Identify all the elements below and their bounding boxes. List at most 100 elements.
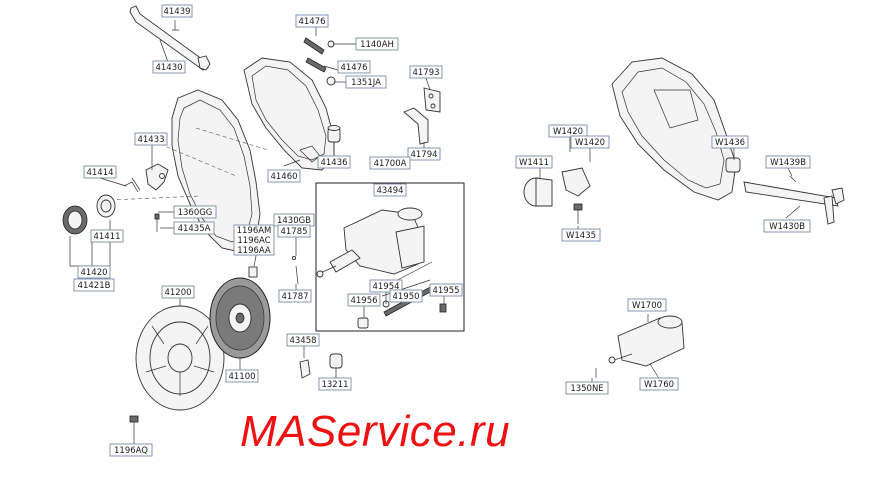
callout-41436: 41436 [317,155,351,169]
slave-cylinder-drawing [595,315,685,378]
svg-text:1196AC: 1196AC [237,236,270,246]
svg-text:W1430B: W1430B [769,222,805,232]
svg-text:41954: 41954 [372,282,399,292]
callout-41785: 41785 [277,224,311,238]
callout-w1700: W1700 [627,298,667,312]
svg-text:43494: 43494 [376,186,403,196]
svg-text:41435A: 41435A [178,224,211,234]
callout-41200: 41200 [161,285,195,299]
callout-w1411: W1411 [515,155,553,169]
svg-text:W1411: W1411 [519,158,549,168]
svg-text:41420: 41420 [80,268,107,278]
callout-41794: 41794 [407,147,441,161]
svg-text:41200: 41200 [164,288,191,298]
svg-text:41700A: 41700A [374,159,407,169]
callout-41460: 41460 [267,169,301,183]
svg-text:1350NE: 1350NE [570,384,603,394]
seal-drawings [303,37,336,86]
callout-41439: 41439 [161,4,193,18]
actuator-frame [315,182,465,332]
svg-text:41787: 41787 [281,292,308,302]
svg-text:41476: 41476 [340,63,367,73]
svg-text:41794: 41794 [410,150,437,160]
callout-41950: 41950 [389,289,423,303]
callout-1360gg: 1360GG [173,205,217,219]
callout-41787: 41787 [278,289,312,303]
svg-text:41956: 41956 [350,296,377,306]
svg-text:W1435: W1435 [566,231,596,241]
svg-text:41439: 41439 [163,7,190,17]
bracket-drawing [403,87,441,145]
clip-drawing [299,353,343,379]
callout-41433: 41433 [134,132,168,146]
svg-text:41436: 41436 [320,158,347,168]
svg-text:41785: 41785 [280,227,307,237]
svg-text:1140AH: 1140AH [360,40,394,50]
watermark-text: MAService.ru [240,407,511,456]
svg-text:41950: 41950 [392,292,419,302]
right-bearing-drawing [523,167,797,224]
callout-43494: 43494 [373,183,407,197]
callout-labels: 41439 41430 41476 1140AH 41476 1351JA 41… [73,4,811,457]
pressure-plate-drawing [135,305,225,411]
svg-text:41793: 41793 [412,68,439,78]
callout-41476: 41476 [337,60,371,74]
callout-41476: 41476 [295,14,329,28]
callout-41430: 41430 [152,60,186,74]
svg-text:41476: 41476 [298,17,325,27]
callout-w1430b: W1430B [763,219,811,233]
callout-1350ne: 1350NE [565,381,609,395]
right-housing-drawing [611,57,737,201]
callout-41954: 41954 [369,279,403,293]
callout-w1435: W1435 [561,228,601,242]
svg-text:1196AA: 1196AA [237,246,271,256]
callout-41435a: 41435A [173,221,215,235]
callout-41421b: 41421B [73,278,115,292]
callout-41955: 41955 [429,283,463,297]
svg-text:W1420: W1420 [575,138,605,148]
svg-text:41433: 41433 [137,135,164,145]
clutch-disc-drawing [209,277,271,359]
callout-w1420: W1420 [548,124,588,138]
callout-1351ja: 1351JA [345,75,387,89]
svg-text:41414: 41414 [86,168,113,178]
svg-text:1430GB: 1430GB [277,216,311,226]
release-fork-drawing [129,5,211,71]
callout-41700a: 41700A [369,156,411,170]
svg-text:41100: 41100 [228,372,255,382]
callout-1140ah: 1140AH [355,37,399,51]
callout-w1420: W1420 [570,135,610,149]
callout-w1760: W1760 [639,377,679,391]
svg-text:43458: 43458 [289,336,316,346]
right-fork-drawing [725,157,845,225]
svg-text:41460: 41460 [270,172,297,182]
svg-text:W1436: W1436 [715,138,745,148]
svg-text:1196AQ: 1196AQ [114,446,148,456]
svg-text:13211: 13211 [321,380,348,390]
svg-text:41955: 41955 [432,286,459,296]
callout-w1439b: W1439B [765,155,811,169]
release-bearing-drawing [62,194,116,235]
fork-spring-drawing [123,163,169,193]
svg-text:W1700: W1700 [632,301,662,311]
callout-41411: 41411 [90,229,124,243]
callout-41793: 41793 [409,65,443,79]
misc-bolts-drawing [248,255,299,285]
callout-43458: 43458 [286,333,320,347]
svg-text:1196AM: 1196AM [237,226,272,236]
svg-text:41411: 41411 [93,232,120,242]
callout-13211: 13211 [318,377,352,391]
svg-text:41421B: 41421B [78,281,111,291]
callout-41420: 41420 [77,265,111,279]
bolt-41435a-drawing [154,213,160,232]
callout-41100: 41100 [225,369,259,383]
svg-text:1351JA: 1351JA [351,78,381,88]
svg-text:W1439B: W1439B [770,158,806,168]
callout-w1436: W1436 [711,135,749,149]
clutch-actuator-drawing [316,207,447,329]
bolt-1196aq-drawing [129,415,139,440]
callout-1196aq: 1196AQ [109,443,153,457]
bushing-drawing [327,125,341,143]
